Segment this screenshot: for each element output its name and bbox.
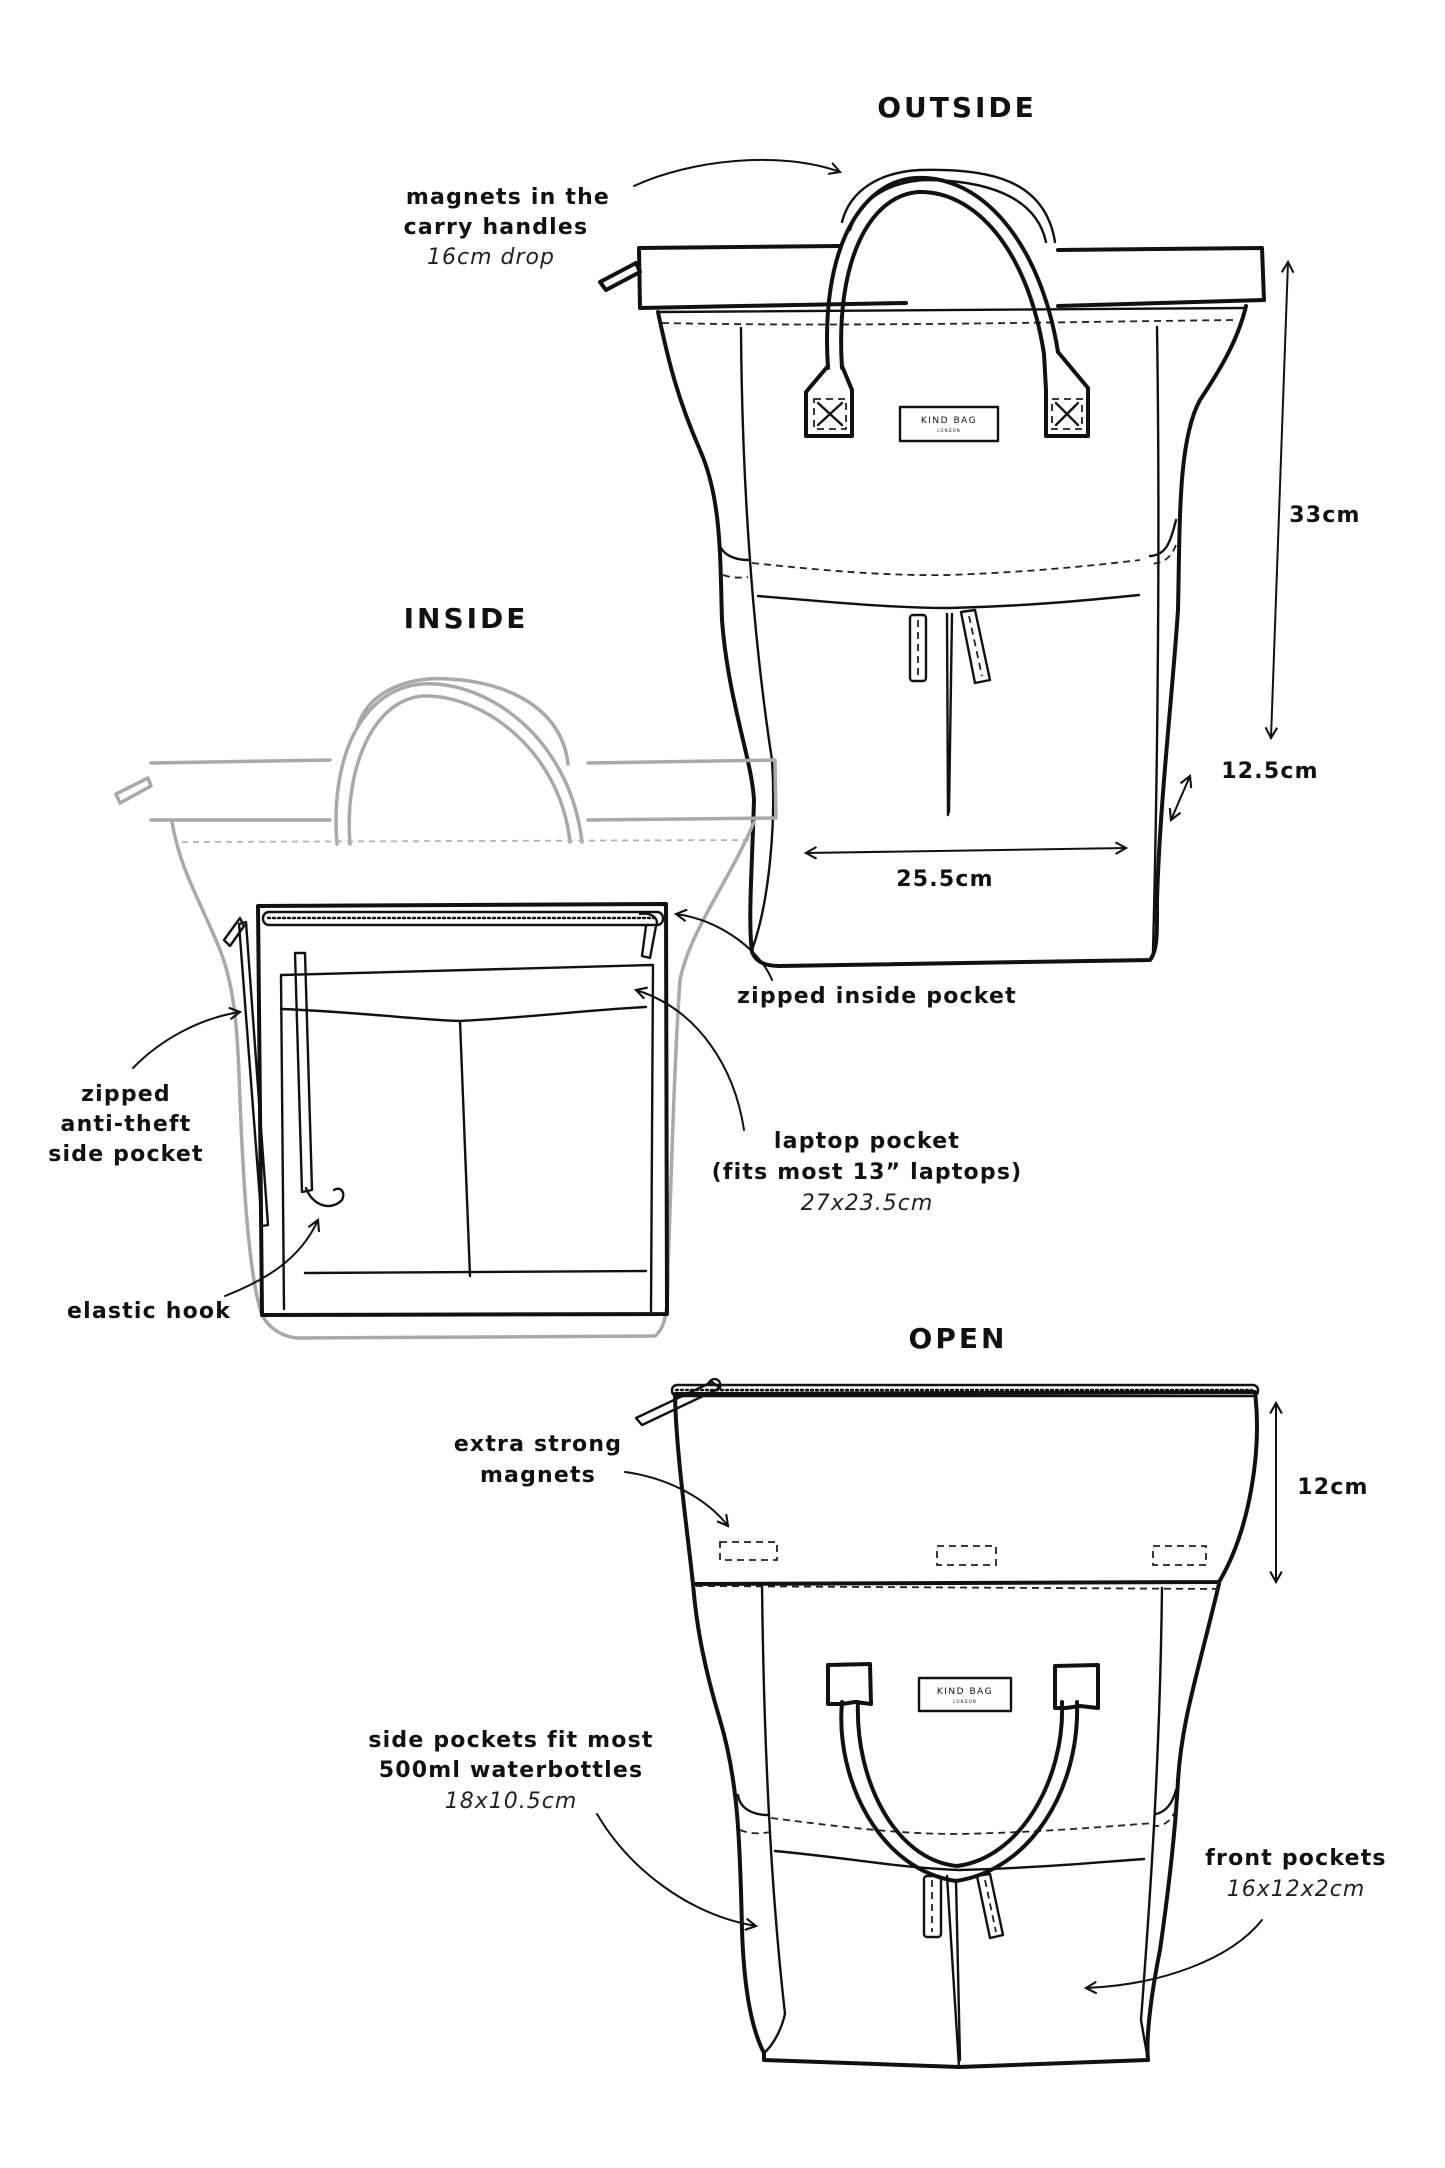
front-pockets-size: 16x12x2cm <box>1227 1877 1366 1902</box>
laptop-pocket-size: 27x23.5cm <box>801 1191 934 1216</box>
width-dimension: 25.5cm <box>896 867 993 892</box>
width-arrow <box>803 841 1129 860</box>
anti-theft-arrow <box>132 1006 243 1069</box>
handles-label-line2: carry handles <box>404 215 589 240</box>
side-pockets-label-line2: 500ml waterbottles <box>379 1758 644 1783</box>
front-pockets-arrow <box>1083 1919 1263 1995</box>
inside-bag-drawing <box>114 676 778 1340</box>
inside-section: INSIDE zipped inside po <box>48 602 1023 1340</box>
open-title: OPEN <box>909 1322 1008 1355</box>
brand-tag: KIND BAG LONDON <box>917 1676 1013 1713</box>
svg-text:LONDON: LONDON <box>937 428 960 433</box>
front-pockets-label: front pockets <box>1205 1846 1386 1871</box>
laptop-pocket-label-line2: (fits most 13” laptops) <box>712 1160 1023 1185</box>
magnets-arrow <box>624 1471 730 1528</box>
height-arrow <box>1264 259 1295 741</box>
handles-label-line1: magnets in the <box>406 185 610 210</box>
svg-text:KIND BAG: KIND BAG <box>921 416 977 426</box>
brand-tag: KIND BAG LONDON <box>898 405 1000 443</box>
handles-pointer-arrow <box>633 158 843 187</box>
zipped-inside-pocket-arrow <box>673 908 773 981</box>
magnets-label-line2: magnets <box>480 1463 596 1488</box>
outside-title: OUTSIDE <box>877 91 1037 124</box>
laptop-pocket-label-line1: laptop pocket <box>774 1129 960 1154</box>
magnet-icon <box>719 1541 1207 1566</box>
svg-text:KIND BAG: KIND BAG <box>937 1687 993 1697</box>
svg-text:LONDON: LONDON <box>953 1699 976 1704</box>
magnets-label-line1: extra strong <box>454 1432 622 1457</box>
outside-section: OUTSIDE <box>404 91 1360 968</box>
open-bag-drawing: KIND BAG LONDON <box>634 1377 1260 2069</box>
side-pockets-size: 18x10.5cm <box>445 1789 578 1814</box>
anti-theft-label-line3: side pocket <box>48 1142 204 1167</box>
handle-stitch-x-icon <box>813 398 1083 430</box>
inside-title: INSIDE <box>404 602 529 635</box>
side-pockets-label-line1: side pockets fit most <box>368 1728 653 1753</box>
open-section: OPEN <box>368 1322 1386 2069</box>
elastic-hook-arrow <box>224 1218 321 1297</box>
anti-theft-label-line1: zipped <box>81 1082 171 1107</box>
anti-theft-label-line2: anti-theft <box>61 1112 192 1137</box>
side-pockets-arrow <box>596 1813 759 1932</box>
outside-bag-drawing: KIND BAG LONDON <box>598 168 1266 968</box>
depth-dimension: 12.5cm <box>1221 759 1318 784</box>
height-dimension: 33cm <box>1289 503 1360 528</box>
elastic-hook-label: elastic hook <box>67 1299 231 1324</box>
top-height-dimension: 12cm <box>1297 1475 1368 1500</box>
laptop-pocket-arrow <box>633 986 745 1131</box>
handles-drop-note: 16cm drop <box>427 245 555 270</box>
zipped-inside-pocket-label: zipped inside pocket <box>737 984 1017 1009</box>
depth-arrow <box>1168 774 1193 822</box>
